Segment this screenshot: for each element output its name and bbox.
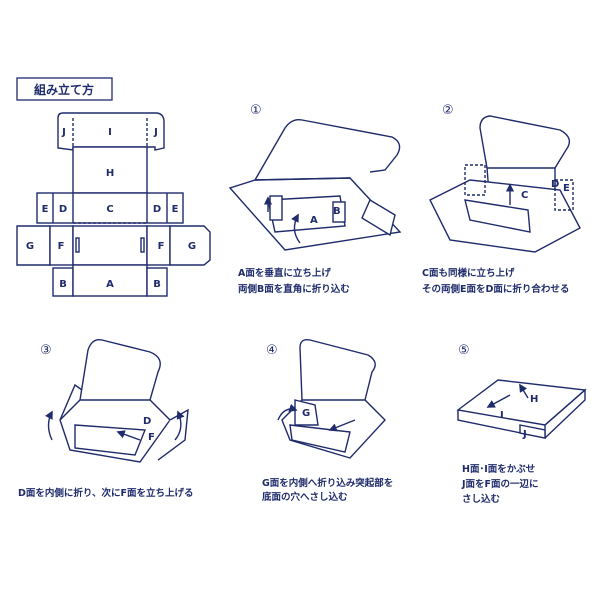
net-label-g-right: G <box>188 241 196 252</box>
net-label-j-right: J <box>153 127 158 138</box>
title-box: 組み立て方 <box>16 77 113 101</box>
net-label-d-right: D <box>153 204 161 215</box>
step-1-caption-line-1: A面を垂直に立ち上げ <box>238 267 331 279</box>
step-2-caption-line-2: その両側E面をD面に折り合わせる <box>422 283 569 295</box>
step-4-caption-line-1: G面を内側へ折り込み突起部を <box>262 477 393 489</box>
net-label-b-right: B <box>153 279 161 290</box>
net-label-f-left: F <box>58 241 65 252</box>
step-4-label-g: G <box>302 408 310 419</box>
net-label-b-left: B <box>59 279 67 290</box>
step-4: ④ G G面を内側へ折り込み突起部を 底面の穴へさし込む <box>261 338 393 503</box>
step-5: ⑤ H I J H面･I面をかぶせ J面をF面の一辺に さし込む <box>456 343 587 505</box>
step-2-label-d: D <box>551 179 559 190</box>
flat-net: J I J H E D C D E G F F G B A B <box>16 112 211 297</box>
step-5-number: ⑤ <box>458 343 470 358</box>
step-2-caption-line-1: C面も同様に立ち上げ <box>422 267 515 279</box>
step-5-label-h: H <box>530 394 538 405</box>
net-label-h: H <box>106 168 114 179</box>
step-4-caption-line-2: 底面の穴へさし込む <box>261 491 348 503</box>
net-label-a: A <box>106 279 114 290</box>
net-label-d-left: D <box>59 204 67 215</box>
step-2-number: ② <box>442 103 454 118</box>
step-2-label-c: C <box>521 190 528 201</box>
step-5-caption-line-1: H面･I面をかぶせ <box>462 464 535 475</box>
net-label-f-right: F <box>158 241 165 252</box>
step-5-label-j: J <box>522 429 527 440</box>
net-label-c: C <box>106 204 113 215</box>
net-label-e-left: E <box>42 204 49 215</box>
step-3-caption-line-1: D面を内側に折り、次にF面を立ち上げる <box>18 487 194 499</box>
step-1-label-a: A <box>310 215 318 226</box>
step-3-number: ③ <box>40 343 52 358</box>
step-5-caption-line-3: さし込む <box>462 493 501 505</box>
page-title: 組み立て方 <box>34 82 94 97</box>
step-1-number: ① <box>250 103 262 118</box>
step-1-caption-line-2: 両側B面を直角に折り込む <box>238 283 350 295</box>
net-label-i: I <box>108 127 112 138</box>
step-3-label-d: D <box>143 416 151 427</box>
step-5-caption-line-2: J面をF面の一辺に <box>461 479 539 490</box>
step-1: ① A B A面を垂直に立ち上げ 両側B面を直角に折り込む <box>228 103 402 295</box>
step-2: ② C D E C面も同様に立ち上げ その両側E面をD面に折り合わせる <box>422 103 581 295</box>
net-label-g-left: G <box>26 241 34 252</box>
net-label-j-left: J <box>61 127 66 138</box>
step-2-label-e: E <box>563 183 570 194</box>
step-1-label-b: B <box>333 206 341 217</box>
step-3: ③ D F D面を内側に折り、次にF面を立ち上げる <box>18 339 194 499</box>
step-3-label-f: F <box>148 432 155 443</box>
net-label-e-right: E <box>172 204 179 215</box>
step-5-label-i: I <box>500 410 504 421</box>
step-4-number: ④ <box>266 343 278 358</box>
